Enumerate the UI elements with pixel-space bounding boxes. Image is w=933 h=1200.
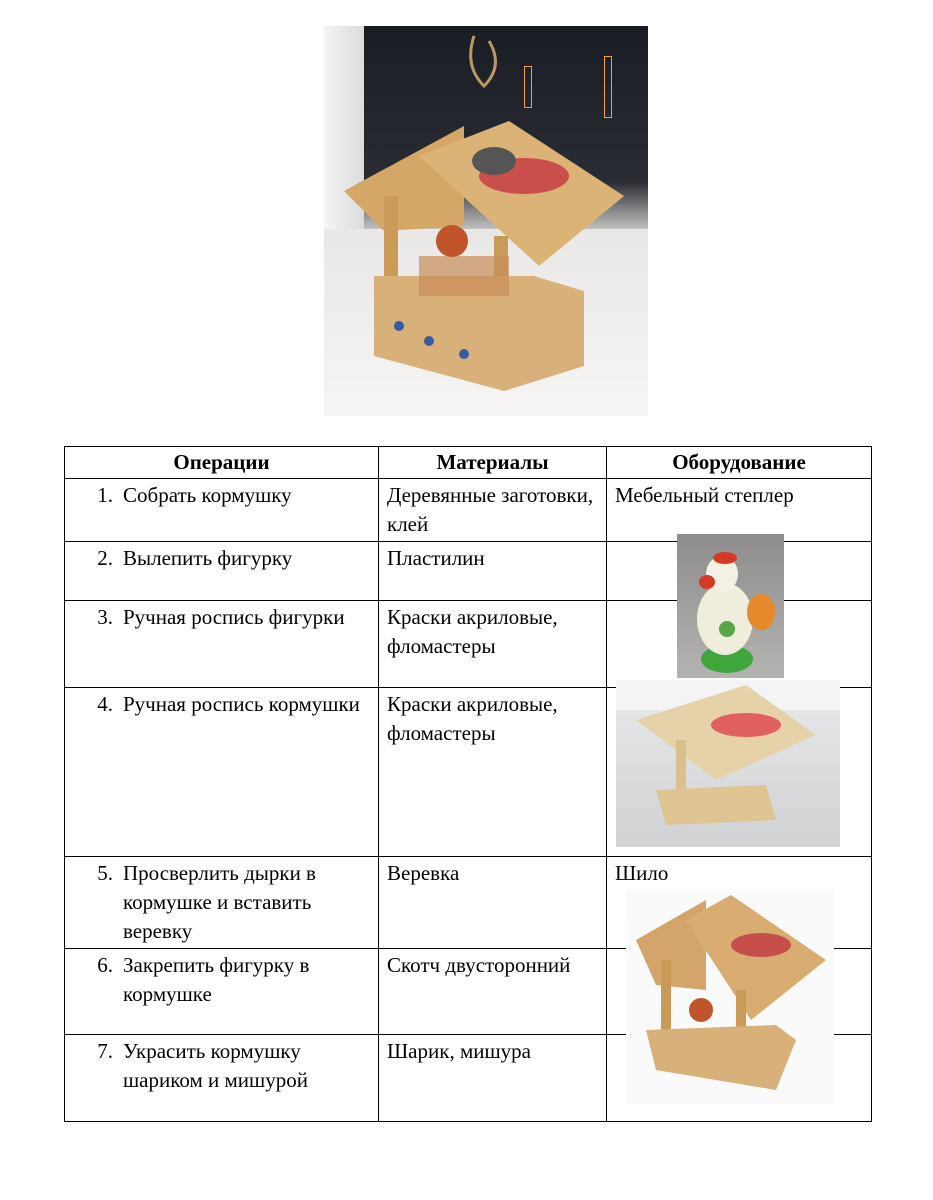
row-number: 5. — [97, 861, 113, 885]
operation-text: Вылепить фигурку — [123, 546, 293, 570]
materials-cell: Краски акриловые, фломастеры — [378, 687, 607, 857]
table-row: 7. Украсить кормушку шариком и мишурой Ша… — [64, 1034, 872, 1122]
header-operations: Операции — [64, 446, 379, 479]
operation-text: Ручная роспись кормушки — [123, 692, 360, 716]
materials-cell: Шарик, мишура — [378, 1034, 607, 1122]
operation-text: Украсить кормушку шариком и мишурой — [123, 1039, 308, 1092]
figurine-photo — [677, 534, 784, 678]
row-number: 2. — [97, 546, 113, 570]
city-light — [604, 56, 612, 118]
row-number: 4. — [97, 692, 113, 716]
materials-cell: Веревка — [378, 856, 607, 949]
materials-cell: Деревянные заготовки, клей — [378, 478, 607, 542]
bird-feeder-photo — [324, 26, 648, 416]
rooster-figurine-icon — [697, 552, 775, 673]
table-header-row: Операции Материалы Оборудование — [64, 446, 872, 479]
materials-cell: Скотч двусторонний — [378, 948, 607, 1035]
equipment-cell: Мебельный степлер — [606, 478, 872, 542]
bird-feeder-icon — [344, 35, 624, 391]
feeder-final-photo — [626, 890, 834, 1104]
operation-text: Просверлить дырки в кормушке и вставить … — [123, 861, 316, 943]
operation-text: Закрепить фигурку в кормушке — [123, 953, 310, 1006]
materials-cell: Краски акриловые, фломастеры — [378, 600, 607, 688]
feeder-painting-photo — [616, 680, 840, 847]
bird-feeder-icon — [636, 895, 826, 1090]
operation-text: Собрать кормушку — [123, 483, 292, 507]
operation-text: Ручная роспись фигурки — [123, 605, 345, 629]
row-number: 6. — [97, 953, 113, 977]
header-equipment: Оборудование — [606, 446, 872, 479]
materials-cell: Пластилин — [378, 541, 607, 601]
bird-feeder-icon — [616, 680, 840, 825]
table-row: 1. Собрать кормушку Деревянные заготовки,… — [64, 478, 872, 542]
header-materials: Материалы — [378, 446, 607, 479]
row-number: 3. — [97, 605, 113, 629]
row-number: 7. — [97, 1039, 113, 1063]
city-light — [524, 66, 532, 108]
row-number: 1. — [97, 483, 113, 507]
